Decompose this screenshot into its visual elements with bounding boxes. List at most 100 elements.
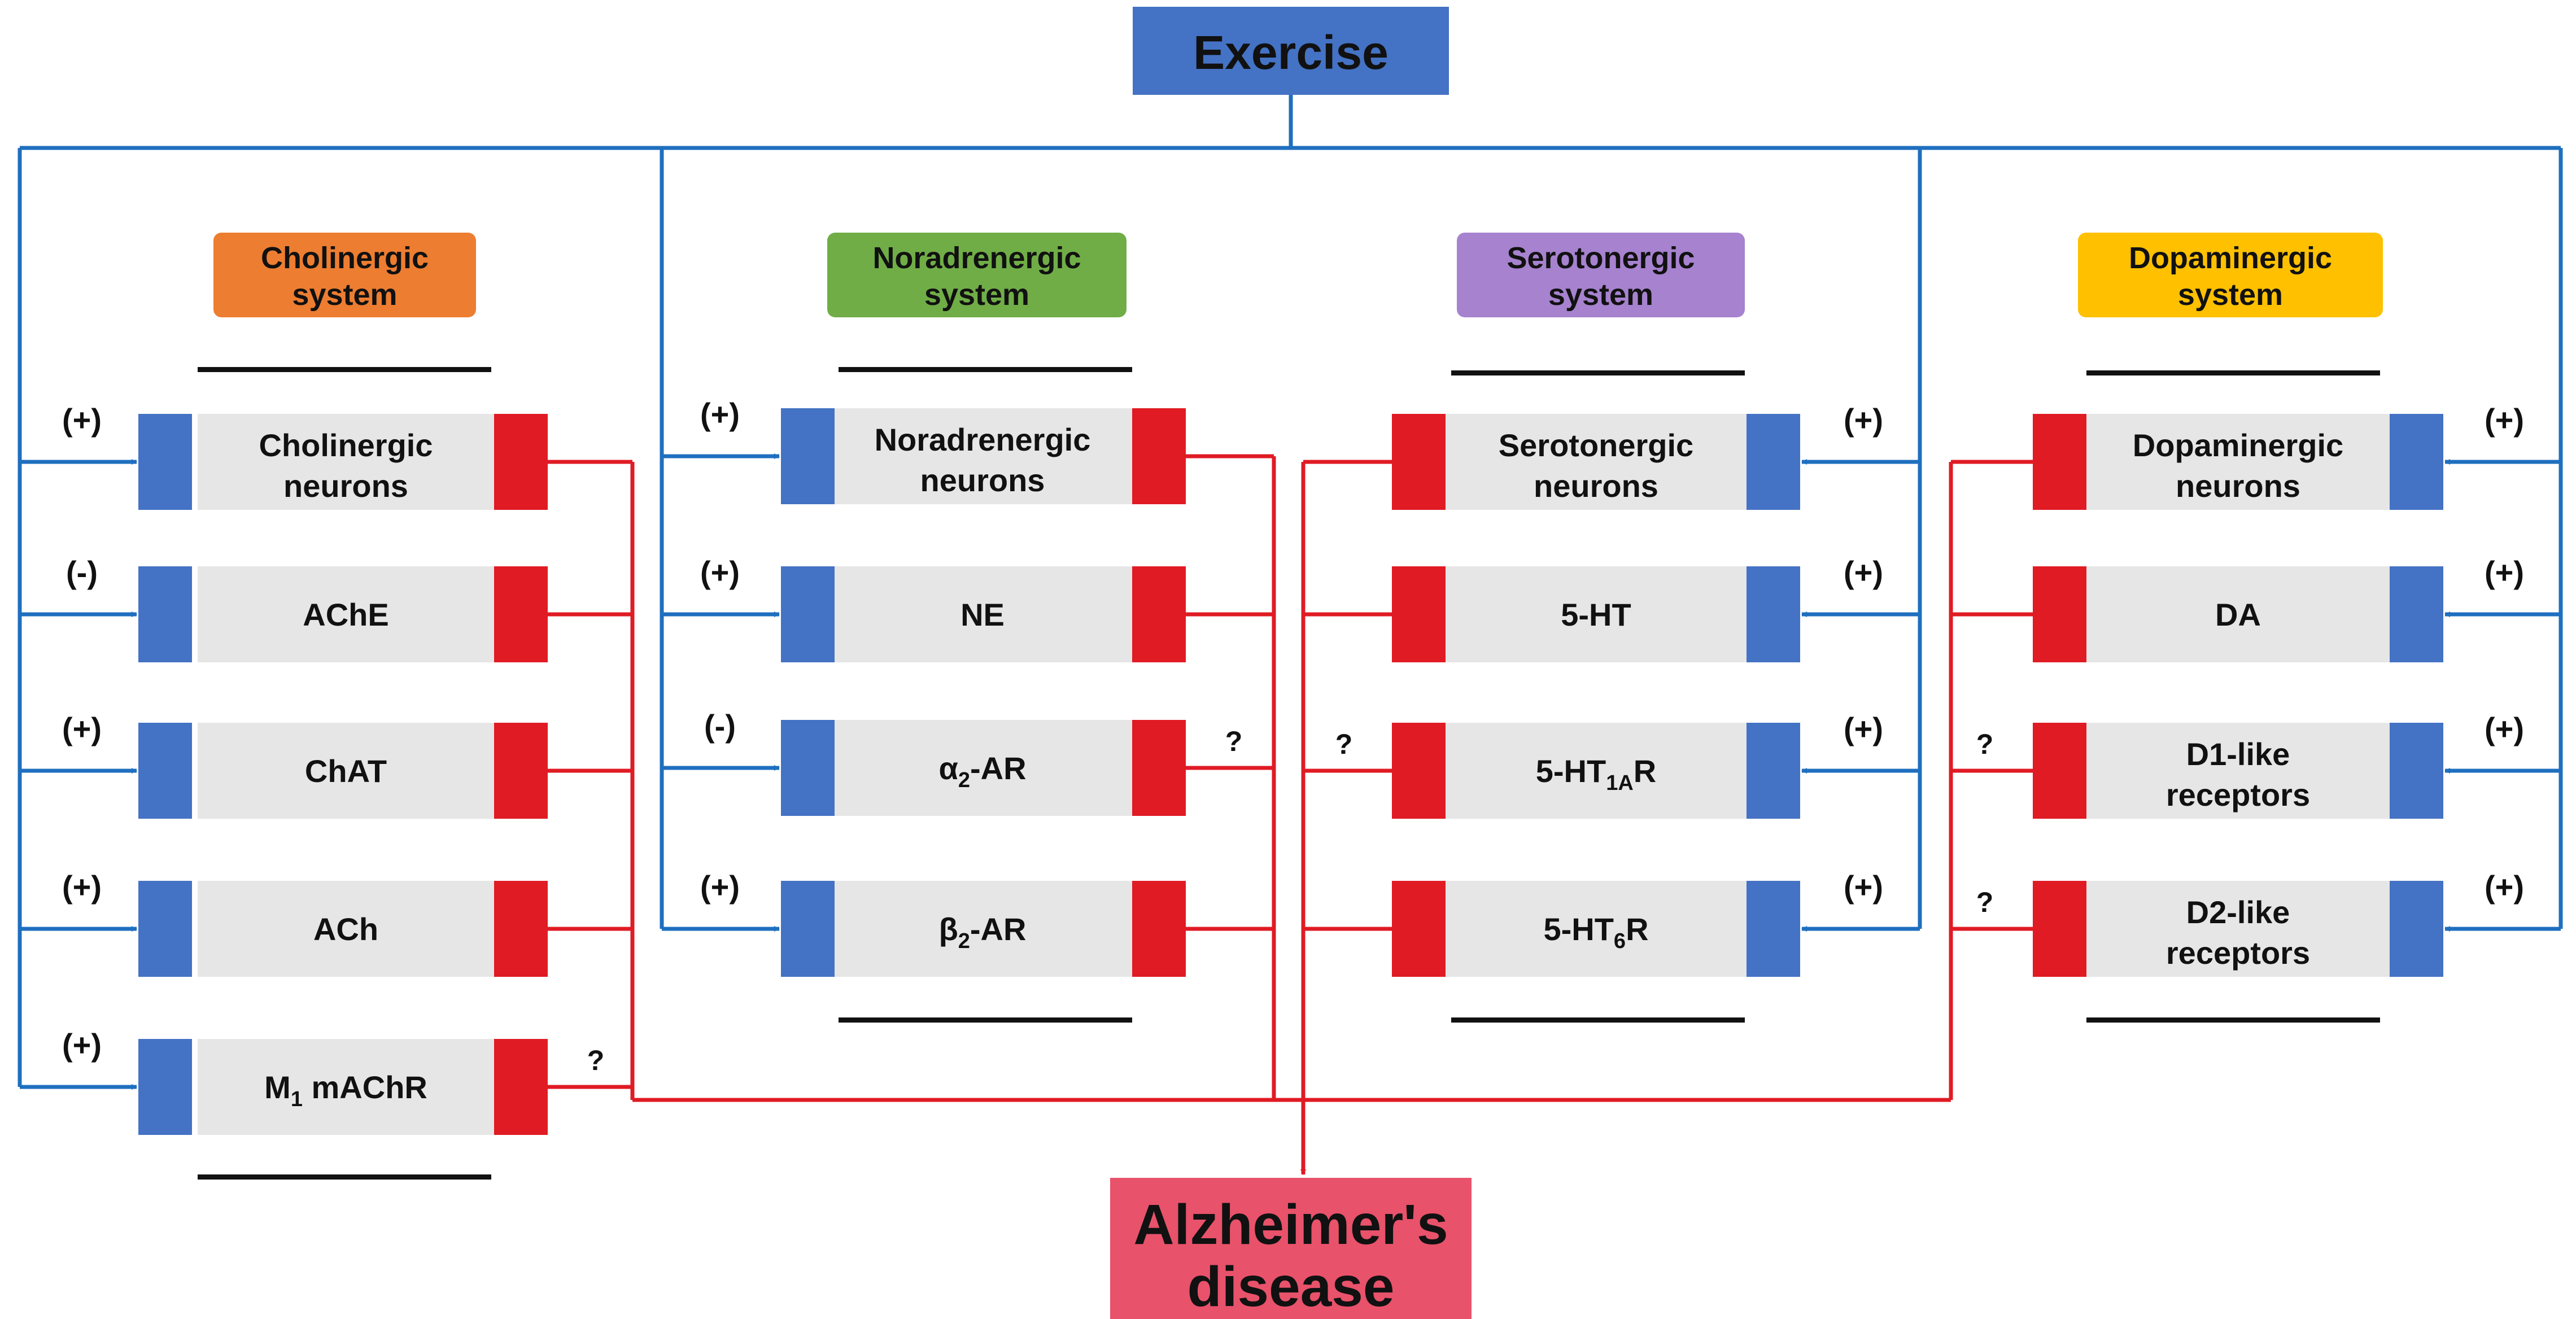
serotonergic-item-exercise-port: [1747, 566, 1800, 662]
dopaminergic-item-disease-port: [2033, 723, 2086, 819]
serotonergic-bottom-divider: [1451, 1017, 1745, 1023]
noradrenergic-item-label: α2-AR: [938, 750, 1026, 792]
serotonergic-top-divider: [1451, 370, 1745, 375]
dopaminergic-header-line2: system: [2178, 278, 2283, 312]
serotonergic-item-label-line2: neurons: [1534, 468, 1658, 504]
serotonergic-item-label-subscript: 1A: [1606, 771, 1634, 795]
noradrenergic-item-box: [833, 720, 1132, 816]
noradrenergic-item-exercise-port: [781, 720, 835, 816]
noradrenergic-item-label-subscript: 2: [958, 929, 970, 953]
serotonergic-item-label-line1: Serotonergic: [1499, 427, 1693, 463]
cholinergic-header-line1: Cholinergic: [261, 241, 429, 275]
cholinergic-header-box: [213, 233, 476, 317]
noradrenergic-item-row: α2-AR(-)?: [704, 708, 1242, 816]
cholinergic-item-exercise-port: [138, 881, 192, 977]
serotonergic-item-exercise-port: [1747, 723, 1800, 819]
noradrenergic-item-row: NE(+): [700, 554, 1186, 662]
dopaminergic-item-row: D2-like receptors (+)?: [1976, 869, 2524, 977]
cholinergic-item-box: [198, 723, 494, 819]
dopaminergic-item-box: [2086, 414, 2390, 510]
serotonergic-item-label: 5-HT: [1561, 597, 1631, 632]
dopaminergic-uncertain-mark: ?: [1976, 886, 1994, 918]
cholinergic-header-line2: system: [292, 278, 397, 312]
serotonergic-item-row: 5-HT1AR(+)?: [1335, 711, 1883, 819]
cholinergic-item-label-line1: Cholinergic: [259, 427, 433, 463]
cholinergic-item-row: ChAT(+): [62, 711, 548, 819]
dopaminergic-header-line1: Dopaminergic: [2129, 241, 2332, 275]
noradrenergic-system: Noradrenergic systemNoradrenergicneurons(…: [700, 233, 1242, 1023]
serotonergic-item-label-rest: R: [1634, 753, 1656, 789]
serotonergic-item-label: 5-HT1AR: [1536, 753, 1656, 795]
dopaminergic-item-label-line2: receptors: [2166, 935, 2310, 971]
cholinergic-item-disease-port: [494, 1039, 548, 1135]
cholinergic-item-exercise-port: [138, 723, 192, 819]
noradrenergic-item-box: [833, 881, 1132, 977]
alzheimers-box: [1110, 1178, 1472, 1319]
cholinergic-item-disease-port: [494, 723, 548, 819]
dopaminergic-effect-sign: (+): [2485, 869, 2524, 905]
serotonergic-item-disease-port: [1392, 723, 1446, 819]
serotonergic-item-label: 5-HT6R: [1543, 911, 1648, 953]
noradrenergic-item-disease-port: [1132, 566, 1186, 662]
dopaminergic-item-exercise-port: [2390, 723, 2443, 819]
cholinergic-item-label: ChAT: [305, 753, 387, 789]
serotonergic-item-box: [1446, 414, 1747, 510]
serotonergic-effect-sign: (+): [1844, 402, 1883, 438]
noradrenergic-item-exercise-port: [781, 566, 835, 662]
dopaminergic-item-disease-port: [2033, 881, 2086, 977]
boxes: CholinergicsystemCholinergicneurons(+)AC…: [62, 233, 2524, 1180]
noradrenergic-item-disease-port: [1132, 720, 1186, 816]
dopaminergic-item-exercise-port: [2390, 881, 2443, 977]
noradrenergic-item-label-subscript: 2: [958, 768, 970, 792]
noradrenergic-effect-sign: (-): [704, 708, 736, 744]
dopaminergic-item-box: [2086, 881, 2390, 977]
cholinergic-item-disease-port: [494, 414, 548, 510]
noradrenergic-item-disease-port: [1132, 408, 1186, 504]
serotonergic-uncertain-mark: ?: [1335, 728, 1353, 760]
cholinergic-effect-sign: (-): [66, 554, 98, 590]
dopaminergic-item-exercise-port: [2390, 566, 2443, 662]
serotonergic-item-box: [1446, 881, 1747, 977]
noradrenergic-item-disease-port: [1132, 881, 1186, 977]
exercise-label: Exercise: [1193, 26, 1389, 79]
alzheimers-node: Alzheimer's disease: [1110, 1178, 1472, 1319]
noradrenergic-item-exercise-port: [781, 408, 835, 504]
dopaminergic-top-divider: [2086, 370, 2380, 375]
serotonergic-header-box: [1457, 233, 1745, 317]
serotonergic-effect-sign: (+): [1844, 554, 1883, 590]
noradrenergic-item-label-rest: -AR: [970, 750, 1027, 786]
serotonergic-item-disease-port: [1392, 566, 1446, 662]
noradrenergic-item-label-main: β: [939, 911, 958, 947]
noradrenergic-item-label-line1: Noradrenergic: [875, 422, 1091, 457]
cholinergic-item-label-subscript: 1: [291, 1087, 303, 1111]
dopaminergic-bottom-divider: [2086, 1017, 2380, 1023]
dopaminergic-item-label-line1: D1-like: [2186, 736, 2290, 772]
cholinergic-bottom-divider: [198, 1174, 491, 1180]
alzheimers-label-line2: disease: [1187, 1255, 1395, 1318]
cholinergic-item-disease-port: [494, 566, 548, 662]
noradrenergic-top-divider: [839, 367, 1132, 372]
cholinergic-item-exercise-port: [138, 566, 192, 662]
serotonergic-system: SerotonergicsystemSerotonergicneurons(+)…: [1335, 233, 1883, 1023]
serotonergic-item-label-main: 5-HT: [1543, 911, 1613, 947]
noradrenergic-header-line2: system: [924, 278, 1029, 312]
cholinergic-item-exercise-port: [138, 1039, 192, 1135]
dopaminergic-item-label-line2: receptors: [2166, 777, 2310, 813]
connector-lines: [18, 95, 2563, 1175]
cholinergic-item-label-main: M: [264, 1069, 291, 1105]
dopaminergic-item-label-line1: Dopaminergic: [2133, 427, 2343, 463]
dopaminergic-item-label-line1: D2-like: [2186, 894, 2290, 930]
noradrenergic-effect-sign: (+): [700, 554, 740, 590]
cholinergic-top-divider: [198, 367, 491, 372]
cholinergic-item-box: [198, 414, 494, 510]
dopaminergic-item-box: [2086, 566, 2390, 662]
serotonergic-item-row: 5-HT (+): [1392, 554, 1883, 662]
cholinergic-item-row: ACh(+): [62, 869, 548, 977]
noradrenergic-item-label-main: α: [938, 750, 958, 786]
serotonergic-item-label-main: 5-HT: [1536, 753, 1606, 789]
noradrenergic-item-label-rest: -AR: [970, 911, 1027, 947]
